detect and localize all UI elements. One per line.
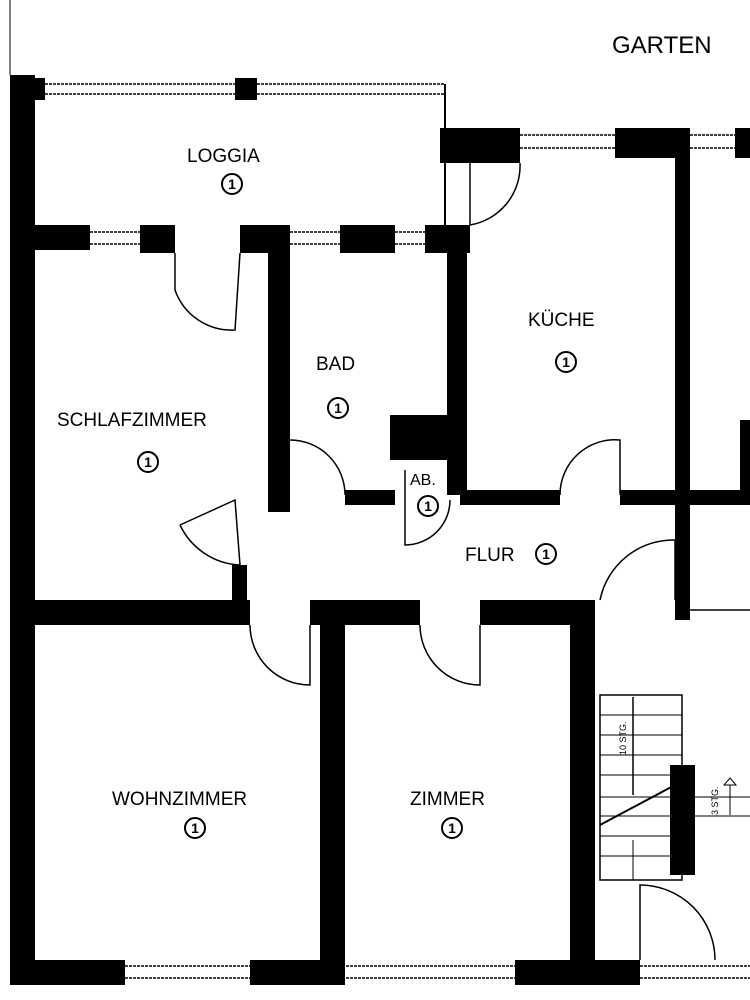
room-schlafzimmer: SCHLAFZIMMER 1 xyxy=(57,410,207,473)
room-wohnzimmer: WOHNZIMMER 1 xyxy=(112,789,247,839)
room-bad: BAD 1 xyxy=(316,354,355,419)
room-name: WOHNZIMMER xyxy=(112,789,247,810)
room-name: KÜCHE xyxy=(528,310,595,331)
room-name: AB. xyxy=(410,472,436,489)
room-number: 1 xyxy=(191,820,199,836)
room-loggia: LOGGIA 1 xyxy=(187,146,260,195)
doors xyxy=(174,162,716,961)
room-number: 1 xyxy=(334,400,342,416)
stairs-down-label: 10 STG. xyxy=(618,721,628,755)
room-name: ZIMMER xyxy=(410,789,485,810)
staircase: 10 STG. 3 STG. xyxy=(599,694,750,881)
room-number: 1 xyxy=(144,454,152,470)
room-number: 1 xyxy=(424,498,432,514)
room-kueche: KÜCHE 1 xyxy=(528,310,595,373)
stairs-up-label: 3 STG. xyxy=(710,786,720,815)
room-zimmer: ZIMMER 1 xyxy=(410,789,485,839)
room-number: 1 xyxy=(448,820,456,836)
garden-label: GARTEN xyxy=(612,32,712,59)
room-name: LOGGIA xyxy=(187,146,260,167)
room-name: BAD xyxy=(316,354,355,375)
room-number: 1 xyxy=(542,546,550,562)
room-number: 1 xyxy=(228,176,236,192)
room-name: SCHLAFZIMMER xyxy=(57,410,207,431)
room-name: FLUR xyxy=(465,545,515,566)
room-abstellraum: AB. 1 xyxy=(410,472,439,517)
room-number: 1 xyxy=(562,354,570,370)
windows xyxy=(45,83,750,979)
room-flur: FLUR 1 xyxy=(465,543,557,566)
walls xyxy=(10,75,750,985)
